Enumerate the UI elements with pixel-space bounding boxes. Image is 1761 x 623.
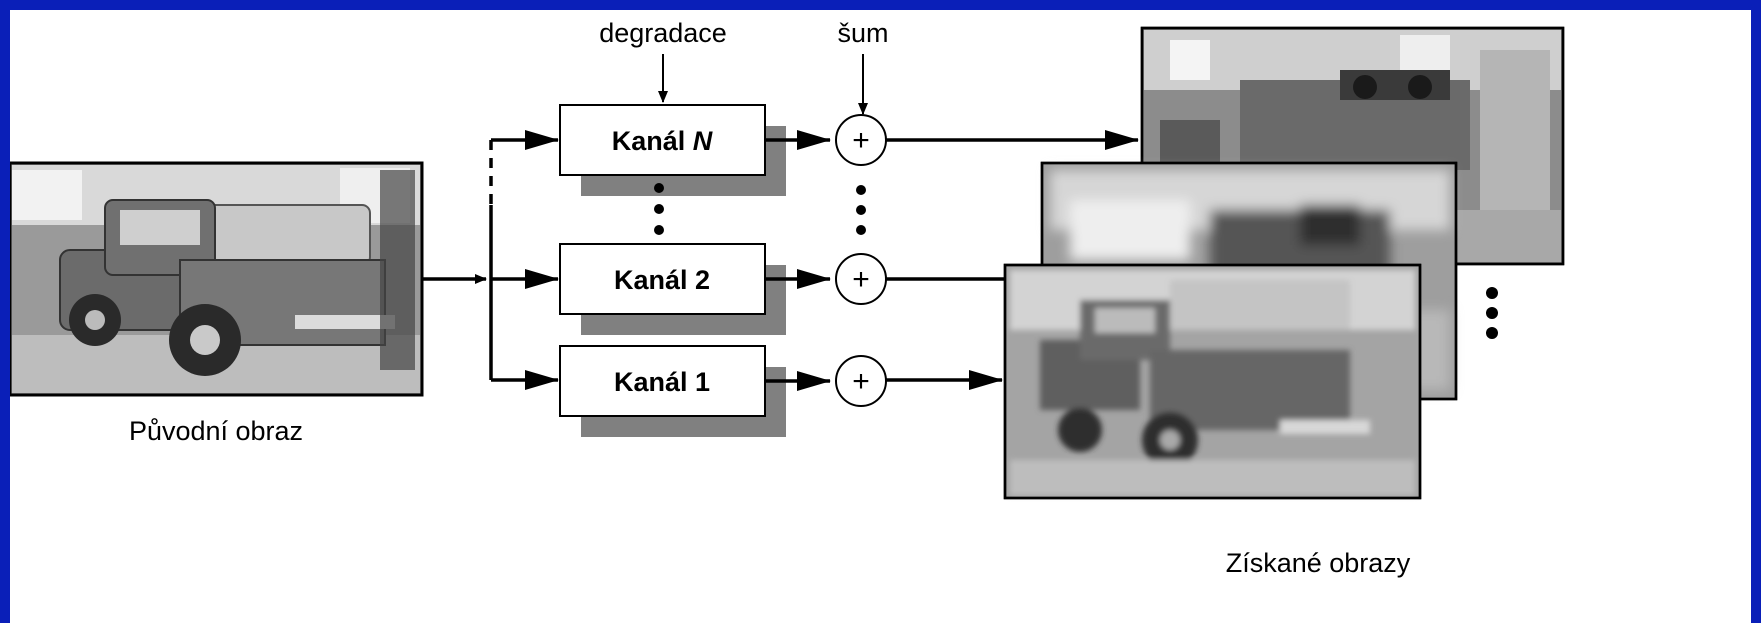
- svg-text:+: +: [852, 365, 870, 398]
- adder-ellipsis-dots: [856, 185, 866, 235]
- channel-2-label: Kanál 2: [614, 265, 710, 295]
- adder-2: +: [835, 253, 887, 305]
- channel-box-n: Kanál N: [559, 104, 786, 196]
- degradation-label: degradace: [599, 18, 727, 48]
- svg-text:+: +: [852, 124, 870, 157]
- output-ellipsis-dots: [1486, 287, 1498, 339]
- channel-box-2: Kanál 2: [559, 243, 786, 335]
- svg-text:+: +: [852, 263, 870, 296]
- channel-ellipsis-dots: [654, 183, 664, 235]
- channel-box-1: Kanál 1: [559, 345, 786, 437]
- original-image: [10, 161, 424, 397]
- acquired-images-caption: Získané obrazy: [1226, 548, 1411, 578]
- channel-n-suffix: N: [693, 126, 713, 156]
- diagram-canvas: Původní obraz degradace šum Kanál N: [10, 10, 1751, 623]
- channel-1-label: Kanál 1: [614, 367, 710, 397]
- original-image-caption: Původní obraz: [129, 416, 303, 446]
- svg-text:Kanál N: Kanál N: [612, 126, 713, 156]
- adder-1: +: [835, 355, 887, 407]
- channel-n-label: Kanál: [612, 126, 693, 156]
- noise-label: šum: [837, 18, 888, 48]
- adder-n: +: [835, 114, 887, 166]
- acquired-image-1: [1003, 263, 1422, 500]
- multichannel-acquisition-diagram: Původní obraz degradace šum Kanál N: [10, 18, 1565, 578]
